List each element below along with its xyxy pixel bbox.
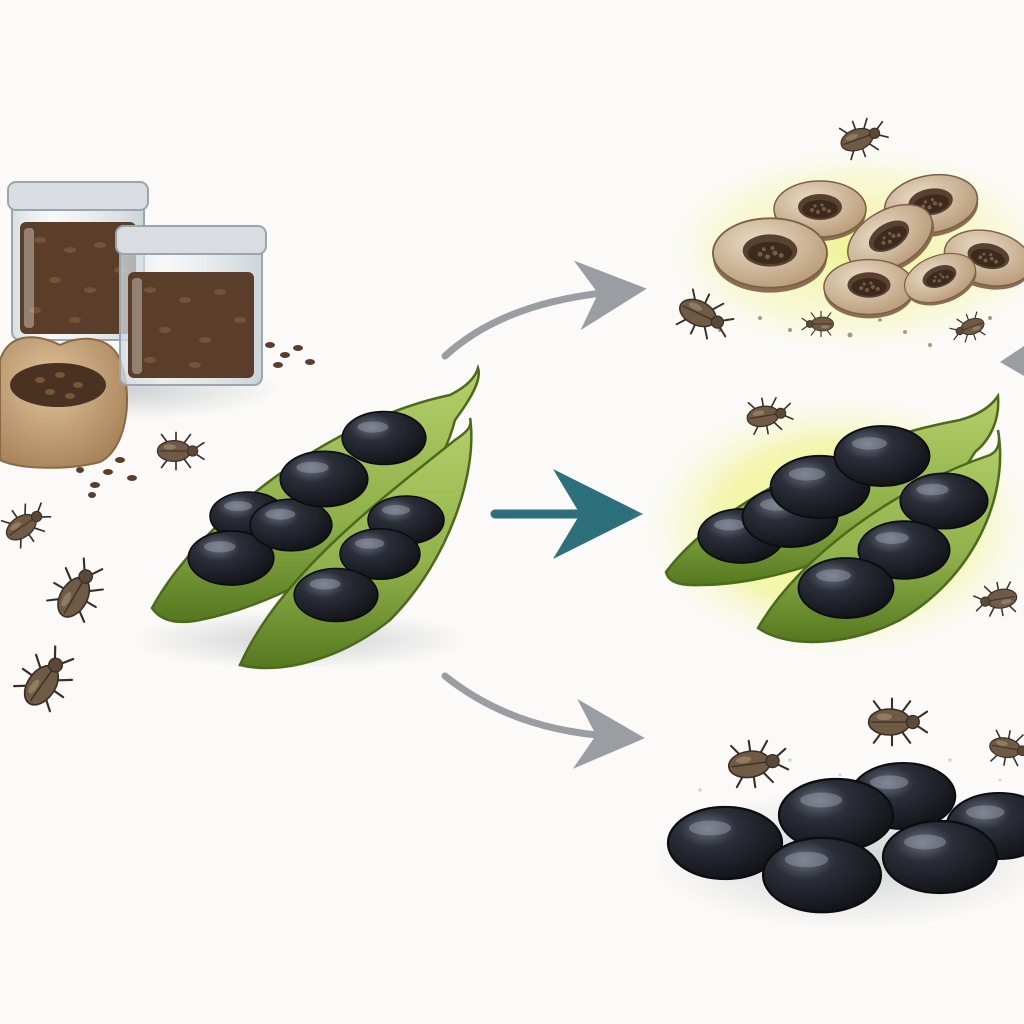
curved-arrow-icon [1000, 346, 1024, 376]
weevil-icon [986, 727, 1024, 771]
grain-sack-icon [0, 336, 129, 469]
weevil-icon [0, 493, 58, 553]
weevil-icon [724, 734, 792, 792]
spilled-grain [76, 342, 315, 498]
weevil-icon [867, 697, 929, 747]
storage-jar-icon [115, 225, 267, 386]
storage-group [0, 181, 315, 498]
black-bean-icon [761, 836, 883, 914]
curved-arrow-icon [441, 672, 645, 769]
black-bean-icon [881, 819, 999, 895]
loose-beans-group [650, 758, 1024, 930]
weevil-icon [156, 431, 205, 471]
bored-bean-icon [712, 217, 828, 294]
curved-arrow-icon [441, 260, 647, 360]
bored-bean-icon [823, 258, 915, 320]
weevil-icon [41, 550, 115, 629]
damaged-beans-group [650, 140, 1024, 360]
weevil-icon [7, 637, 86, 719]
bean-pod-icon [130, 363, 481, 670]
bean-pod-icon [630, 385, 1024, 665]
